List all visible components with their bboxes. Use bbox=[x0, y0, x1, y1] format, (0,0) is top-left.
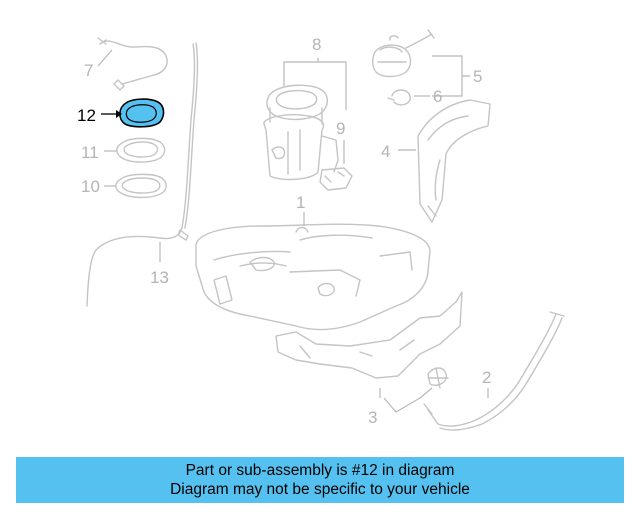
part-11-seal[interactable] bbox=[116, 137, 166, 163]
callout-1[interactable]: 1 bbox=[296, 193, 305, 212]
part-6-clip[interactable] bbox=[387, 89, 411, 106]
banner-line-2: Diagram may not be specific to your vehi… bbox=[170, 481, 470, 498]
part-5-filler-cap[interactable] bbox=[371, 29, 435, 78]
callout-5[interactable]: 5 bbox=[473, 67, 482, 86]
part-1-fuel-tank[interactable] bbox=[195, 223, 431, 331]
part-8-fuel-pump-module[interactable] bbox=[263, 84, 353, 191]
callout-4[interactable]: 4 bbox=[381, 142, 390, 161]
leader-12-arrow bbox=[116, 110, 122, 118]
leader-5 bbox=[432, 55, 470, 97]
part-3-heat-shield[interactable] bbox=[275, 291, 463, 389]
callout-10[interactable]: 10 bbox=[81, 177, 100, 196]
part-2-tank-strap[interactable] bbox=[423, 311, 565, 431]
leader-7 bbox=[97, 49, 113, 67]
callout-6[interactable]: 6 bbox=[433, 87, 442, 106]
info-banner: Part or sub-assembly is #12 in diagram D… bbox=[16, 457, 624, 503]
part-4-filler-neck-shield[interactable] bbox=[417, 99, 491, 223]
callout-2[interactable]: 2 bbox=[482, 368, 491, 387]
part-7-sensor-wire[interactable] bbox=[97, 37, 168, 91]
leader-3 bbox=[379, 387, 433, 413]
callout-9[interactable]: 9 bbox=[336, 119, 345, 138]
callout-8[interactable]: 8 bbox=[312, 35, 321, 54]
part-12-seal[interactable] bbox=[119, 98, 165, 128]
leader-8 bbox=[283, 61, 347, 110]
callout-7[interactable]: 7 bbox=[84, 61, 93, 80]
callout-11[interactable]: 11 bbox=[81, 143, 99, 162]
part-10-lock-ring[interactable] bbox=[115, 173, 167, 199]
callout-12[interactable]: 12 bbox=[77, 106, 96, 125]
part-13-vent-line[interactable] bbox=[86, 42, 199, 307]
parts-diagram: 7 12 11 10 13 8 9 bbox=[77, 29, 565, 431]
callout-3[interactable]: 3 bbox=[368, 408, 377, 427]
callout-13[interactable]: 13 bbox=[150, 268, 169, 287]
banner-line-1: Part or sub-assembly is #12 in diagram bbox=[185, 462, 455, 479]
